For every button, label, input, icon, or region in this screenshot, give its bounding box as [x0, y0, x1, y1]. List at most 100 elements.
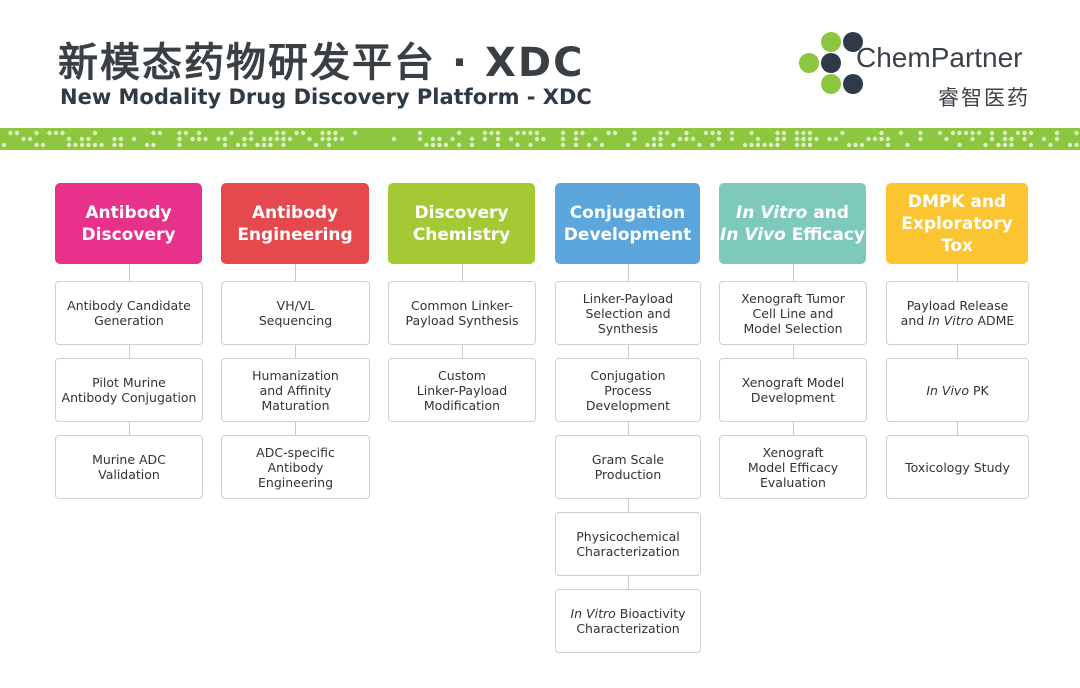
page-subtitle: New Modality Drug Discovery Platform - X…: [60, 85, 592, 109]
band-dot: [1022, 136, 1027, 142]
band-dot: [203, 136, 208, 142]
band-dot: [469, 136, 475, 142]
band-dot: [658, 130, 663, 136]
band-dot: [229, 130, 234, 136]
band-dot: [794, 130, 800, 136]
connector-line: [628, 422, 629, 435]
band-dot: [430, 136, 436, 142]
connector-line: [462, 345, 463, 358]
chempartner-logo: ChemPartner 睿智医药: [798, 30, 1038, 110]
band-dot: [1015, 130, 1021, 136]
band-dot: [216, 136, 221, 142]
logo-dot: [821, 32, 841, 52]
band-dot: [73, 142, 78, 148]
band-dot: [515, 142, 520, 148]
text-segment: Production: [594, 467, 662, 482]
band-dot: [606, 130, 611, 136]
text-line: Validation: [92, 467, 166, 482]
text-line: In Vivo PK: [926, 383, 988, 398]
band-dot: [177, 142, 182, 148]
connector-line: [957, 422, 958, 435]
band-dot: [801, 136, 806, 142]
band-dot: [840, 130, 845, 136]
band-dot: [261, 142, 267, 148]
band-dot: [794, 142, 800, 148]
band-dot: [450, 136, 455, 142]
band-dot: [677, 136, 683, 142]
text-line: Discovery: [82, 224, 176, 246]
band-dot: [320, 136, 325, 142]
band-dot: [190, 136, 195, 142]
text-segment: Exploratory Tox: [901, 213, 1013, 256]
logo-name: ChemPartner: [856, 42, 1023, 73]
text-line: Evaluation: [748, 475, 838, 490]
text-line: Pilot Murine: [62, 375, 197, 390]
band-dot: [144, 142, 150, 148]
text-segment: Common Linker-: [411, 298, 513, 313]
band-dot: [1028, 142, 1034, 148]
band-dot: [248, 130, 254, 136]
band-dot: [1009, 142, 1014, 148]
dotted-band: [0, 128, 1080, 150]
band-dot: [794, 136, 800, 142]
band-dot: [151, 130, 156, 136]
text-line: Characterization: [570, 621, 685, 636]
band-dot: [918, 136, 923, 142]
band-dot: [281, 142, 286, 148]
band-dot: [242, 136, 247, 142]
band-dot: [651, 136, 657, 142]
band-dot: [1048, 142, 1053, 148]
text-line: and Affinity: [252, 383, 339, 398]
band-dot: [827, 136, 832, 142]
text-segment: Xenograft Model: [741, 375, 845, 390]
text-line: Selection and: [583, 306, 673, 321]
text-line: Synthesis: [583, 321, 673, 336]
band-dot: [697, 142, 702, 148]
text-line: Generation: [67, 313, 191, 328]
connector-line: [957, 345, 958, 358]
connector-line: [129, 422, 130, 435]
band-dot: [112, 142, 117, 148]
band-dot: [294, 130, 299, 136]
band-dot: [391, 136, 397, 142]
text-segment: Engineering: [258, 474, 333, 490]
band-dot: [1074, 130, 1079, 136]
band-dot: [885, 142, 891, 148]
band-dot: [853, 142, 858, 148]
band-dot: [957, 130, 962, 136]
band-dot: [898, 130, 904, 136]
text-line: Model Efficacy: [748, 460, 838, 475]
connector-line: [793, 345, 794, 358]
band-dot: [528, 130, 533, 136]
band-dot: [749, 130, 754, 136]
text-line: Development: [742, 390, 845, 405]
band-dot: [775, 142, 780, 148]
text-line: Common Linker-: [406, 298, 519, 313]
band-dot: [196, 130, 202, 136]
band-dot: [34, 142, 39, 148]
band-dot: [937, 130, 943, 136]
text-segment: Custom: [438, 367, 486, 383]
text-segment: In Vitro: [570, 606, 616, 621]
text-segment: In Vitro: [736, 202, 808, 223]
band-dot: [612, 130, 618, 136]
band-dot: [716, 136, 722, 142]
band-dot: [658, 136, 663, 142]
band-dot: [320, 130, 325, 136]
text-segment: Conjugation: [590, 367, 666, 383]
connector-line: [628, 264, 629, 281]
band-dot: [625, 142, 631, 148]
text-line: Antibody Candidate: [67, 298, 191, 313]
band-dot: [781, 130, 787, 136]
band-dot: [515, 130, 520, 136]
text-segment: Antibody Candidate: [67, 298, 191, 313]
text-segment: In Vitro: [928, 313, 974, 328]
band-dot: [177, 136, 182, 142]
band-dot: [339, 136, 345, 142]
text-segment: Gram Scale: [591, 452, 665, 467]
